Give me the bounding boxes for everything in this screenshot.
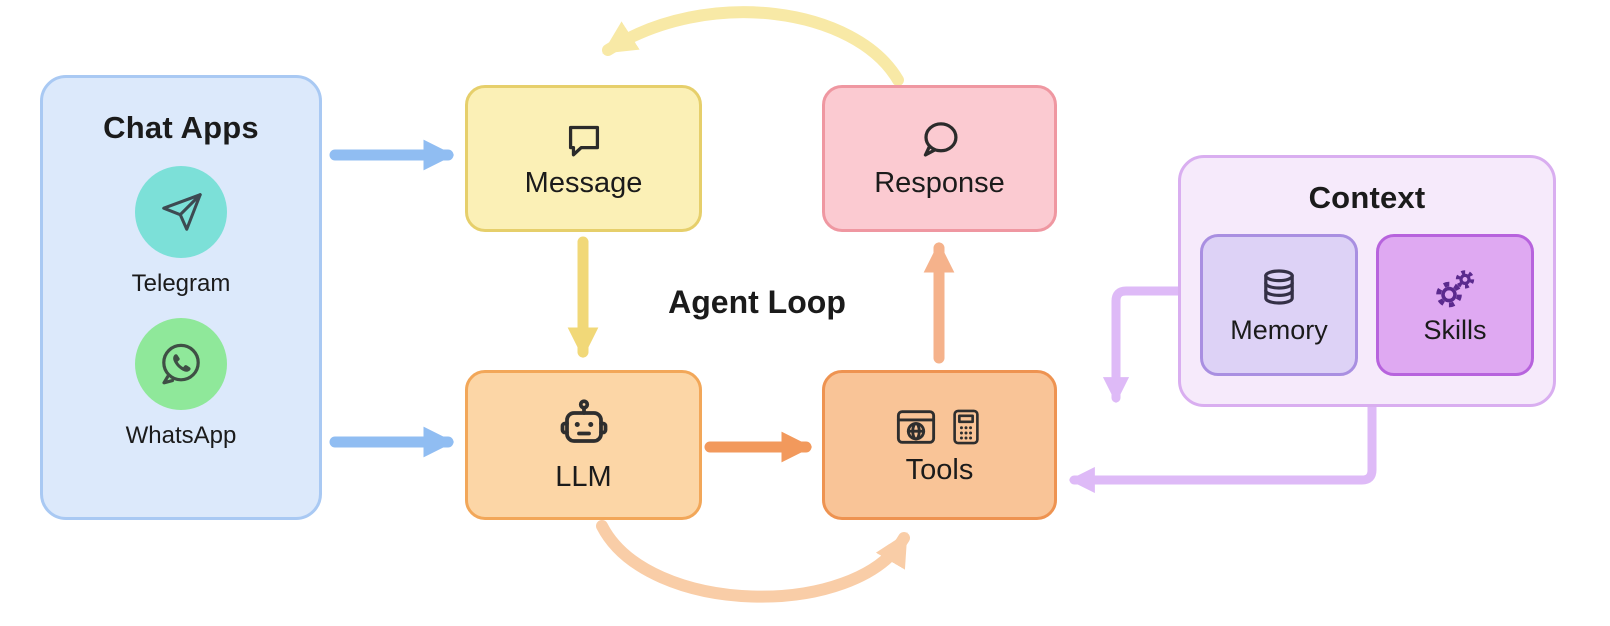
response-label: Response — [874, 167, 1005, 199]
chat-apps-title: Chat Apps — [103, 110, 259, 145]
arrow-response-to-message-curve — [602, 6, 904, 86]
telegram-icon — [162, 193, 202, 231]
tools-node: Tools — [822, 370, 1057, 520]
llm-label: LLM — [555, 460, 612, 493]
telegram-badge — [135, 166, 227, 258]
gears-icon — [1436, 269, 1475, 307]
response-bubble-icon — [923, 122, 958, 157]
arrow-llm-to-tools-curve — [596, 520, 910, 603]
arrow-context-to-tools-right — [1068, 402, 1377, 494]
skills-label: Skills — [1423, 314, 1487, 345]
chat-apps-panel: Chat Apps Telegram WhatsApp — [40, 75, 322, 520]
arrow-context-to-tools-top — [1102, 286, 1183, 404]
whatsapp-icon — [162, 343, 200, 385]
telegram-label: Telegram — [131, 270, 231, 297]
database-icon — [1264, 268, 1294, 305]
tools-label: Tools — [905, 453, 974, 486]
message-node: Message — [465, 85, 702, 232]
memory-label: Memory — [1230, 314, 1328, 345]
llm-node: LLM — [465, 370, 702, 520]
browser-icon — [896, 409, 935, 444]
whatsapp-badge — [135, 318, 227, 410]
skills-box: Skills — [1376, 234, 1534, 376]
response-node: Response — [822, 85, 1057, 232]
robot-icon — [560, 398, 607, 443]
memory-box: Memory — [1200, 234, 1358, 376]
tools-icons — [893, 404, 987, 450]
context-panel: Context Memory Skills — [1178, 155, 1556, 407]
whatsapp-label: WhatsApp — [125, 422, 237, 449]
message-label: Message — [524, 167, 643, 199]
message-bubble-icon — [568, 125, 599, 157]
calculator-icon — [952, 409, 979, 444]
agent-loop-label: Agent Loop — [668, 284, 846, 320]
context-items: Memory Skills — [1200, 234, 1534, 376]
context-title: Context — [1308, 180, 1426, 215]
